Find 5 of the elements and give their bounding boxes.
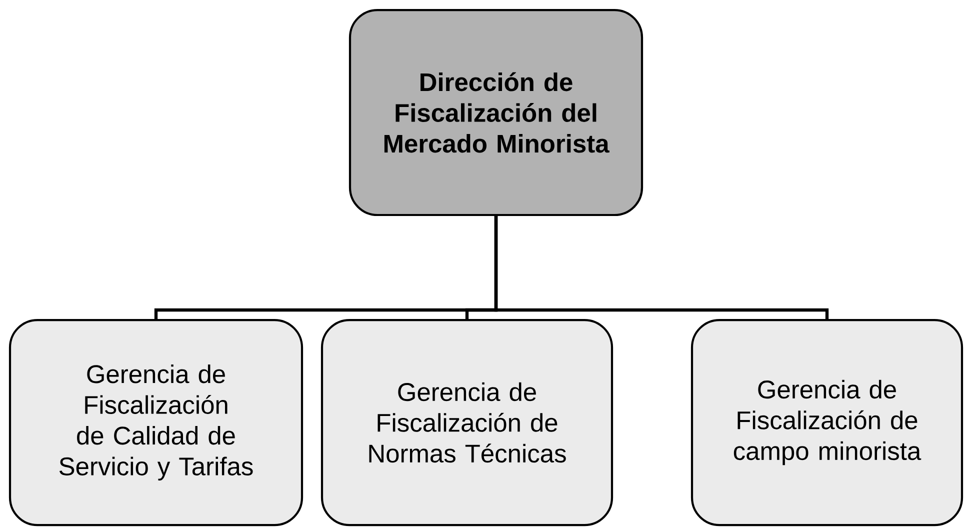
department-box: Gerencia de Fiscalización de campo minorista — [690, 318, 964, 526]
connector-line — [494, 216, 829, 319]
director-box: Dirección de Fiscalización del Mercado Minorista — [348, 8, 644, 216]
department-box: Gerencia de Fiscalización de Normas Técnicas — [320, 318, 614, 526]
department-box: Gerencia de Fiscalización de Calidad de Servicio y Tarifas — [8, 318, 304, 526]
